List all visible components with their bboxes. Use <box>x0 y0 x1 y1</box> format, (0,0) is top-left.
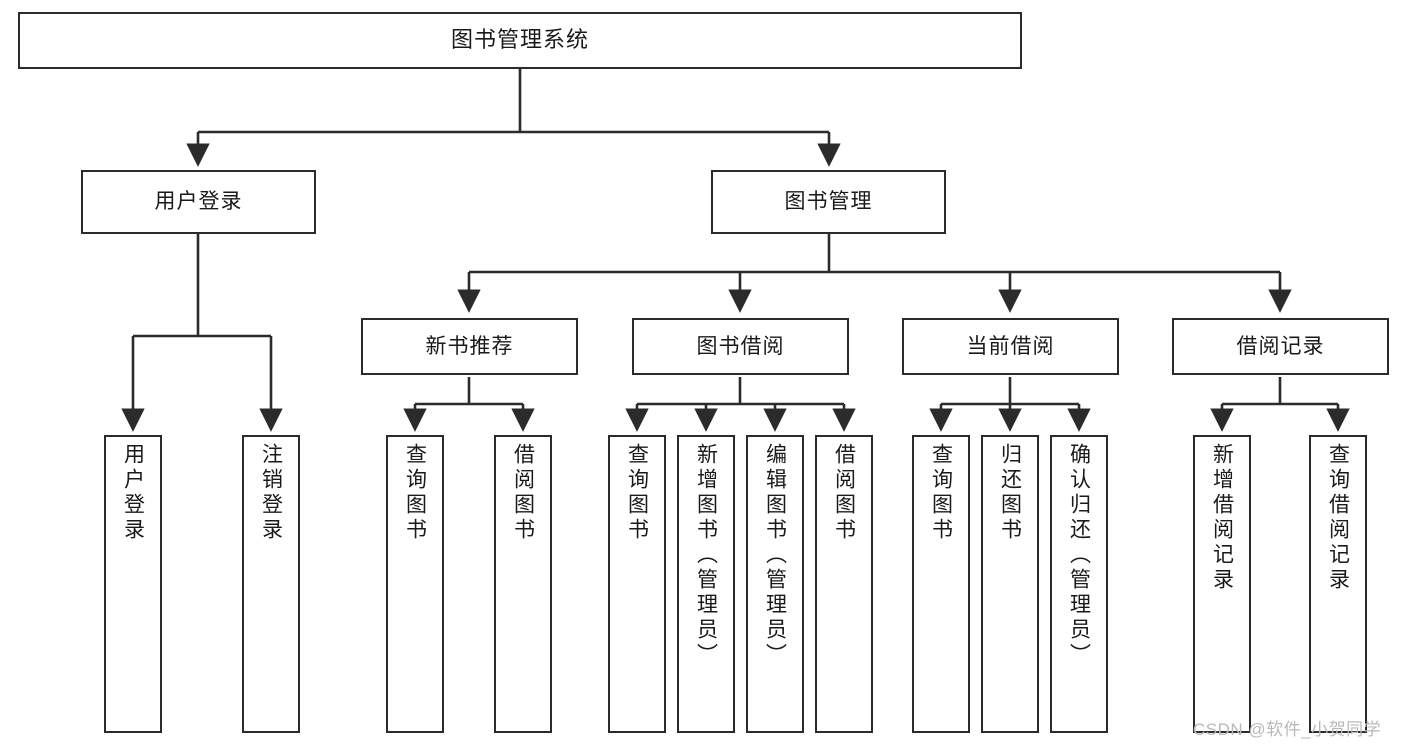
leaf-add-borrow-record[interactable]: 新增借阅记录 <box>1193 435 1251 733</box>
leaf-edit-book-admin[interactable]: 编辑图书（管理员） <box>746 435 804 733</box>
leaf-query-borrow-record[interactable]: 查询借阅记录 <box>1309 435 1367 733</box>
node-label: 查询图书 <box>929 443 953 543</box>
node-label: 图书借阅 <box>696 334 785 358</box>
leaf-query-book-current[interactable]: 查询图书 <box>912 435 970 733</box>
node-label: 编辑图书（管理员） <box>763 443 787 668</box>
node-current-borrow[interactable]: 当前借阅 <box>902 318 1119 375</box>
leaf-query-book-newbook[interactable]: 查询图书 <box>386 435 444 733</box>
node-book-management[interactable]: 图书管理 <box>711 170 946 234</box>
leaf-query-book-borrow[interactable]: 查询图书 <box>608 435 666 733</box>
leaf-user-login[interactable]: 用户登录 <box>104 435 162 733</box>
node-label: 新书推荐 <box>425 334 514 358</box>
leaf-confirm-return-admin[interactable]: 确认归还（管理员） <box>1050 435 1108 733</box>
node-borrow-record[interactable]: 借阅记录 <box>1172 318 1389 375</box>
leaf-borrow-book[interactable]: 借阅图书 <box>815 435 873 733</box>
node-book-borrow[interactable]: 图书借阅 <box>632 318 849 375</box>
node-label: 用户登录 <box>121 443 145 543</box>
node-label: 查询图书 <box>625 443 649 543</box>
node-label: 图书管理 <box>784 190 873 214</box>
node-new-book-recommend[interactable]: 新书推荐 <box>361 318 578 375</box>
node-label: 查询图书 <box>403 443 427 543</box>
watermark-csdn: CSDN @软件_小贺同学 <box>1193 720 1382 739</box>
leaf-logout[interactable]: 注销登录 <box>242 435 300 733</box>
node-label: 新增图书（管理员） <box>694 443 718 668</box>
node-label: 当前借阅 <box>966 334 1055 358</box>
node-user-login[interactable]: 用户登录 <box>81 170 316 234</box>
node-label: 新增借阅记录 <box>1210 443 1234 593</box>
node-label: 用户登录 <box>154 190 243 214</box>
node-root-book-management-system[interactable]: 图书管理系统 <box>18 12 1022 69</box>
node-label: 确认归还（管理员） <box>1067 443 1091 668</box>
node-label: 图书管理系统 <box>450 27 589 53</box>
leaf-return-book[interactable]: 归还图书 <box>981 435 1039 733</box>
node-label: 注销登录 <box>259 443 283 543</box>
node-label: 归还图书 <box>998 443 1022 543</box>
node-label: 借阅记录 <box>1236 334 1325 358</box>
node-label: 借阅图书 <box>511 443 535 543</box>
node-label: 借阅图书 <box>832 443 856 543</box>
leaf-borrow-book-newbook[interactable]: 借阅图书 <box>494 435 552 733</box>
leaf-add-book-admin[interactable]: 新增图书（管理员） <box>677 435 735 733</box>
node-label: 查询借阅记录 <box>1326 443 1350 593</box>
